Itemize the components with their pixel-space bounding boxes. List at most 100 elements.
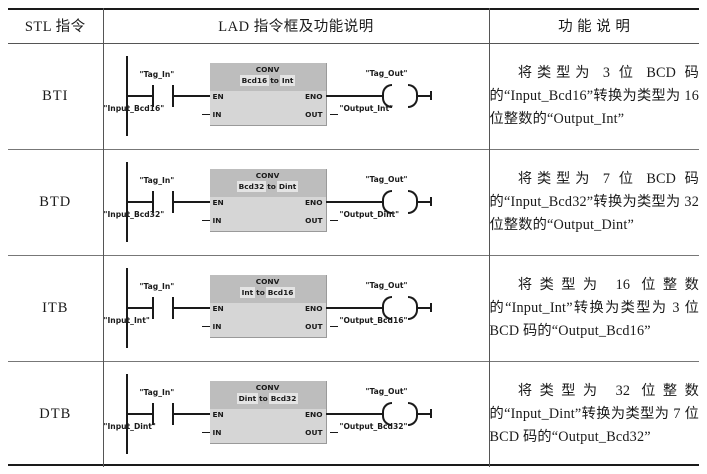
stl-instruction-dtb: DTB <box>8 361 103 467</box>
out-operand-label: "Output_Bcd32" <box>339 422 408 431</box>
rung-wire-to-coil <box>325 201 382 203</box>
rung-end-tick <box>429 303 432 312</box>
header-stl: STL 指令 <box>8 8 103 44</box>
pin-out: OUT <box>305 322 323 331</box>
rung-wire-right <box>417 307 430 309</box>
pin-out: OUT <box>305 216 323 225</box>
in-operand-label: "Input_Int" <box>103 316 150 325</box>
rung-wire-to-coil <box>325 95 382 97</box>
rung-wire-right <box>417 95 430 97</box>
conv-block-title: CONV <box>255 383 280 392</box>
rung-wire-to-block <box>173 307 210 309</box>
out-operand-label: "Output_Bcd16" <box>339 316 408 325</box>
rung-wire-to-block <box>173 413 210 415</box>
conv-sep: to <box>256 288 265 297</box>
instruction-table: STL 指令 LAD 指令框及功能说明 功 能 说 明 BTI <box>8 8 699 467</box>
rung-wire-left <box>125 307 152 309</box>
conv-to-type: Bcd16 <box>265 287 296 298</box>
conv-to-type: Dint <box>276 181 299 192</box>
pin-eno: ENO <box>304 198 323 207</box>
no-contact-icon <box>151 297 174 319</box>
tag-in-label: "Tag_In" <box>139 176 175 185</box>
stl-instruction-itb: ITB <box>8 255 103 362</box>
tag-out-label: "Tag_Out" <box>365 69 408 78</box>
rung-wire-to-block <box>173 95 210 97</box>
in-operand-label: "Input_Bcd16" <box>103 104 165 113</box>
conv-block-title: CONV <box>255 277 280 286</box>
tag-in-label: "Tag_In" <box>139 70 175 79</box>
table-row: ITB "Tag_In" "Input_Int" <box>8 255 699 362</box>
conv-from-type: Dint <box>236 393 259 404</box>
description-bti: 将类型为 3 位 BCD 码的“Input_Bcd16”转换为类型为 16 位整… <box>488 43 699 150</box>
description-dtb: 将类型为 32 位整数的“Input_Dint”转换为类型为 7 位 BCD 码… <box>488 361 699 467</box>
pin-en: EN <box>212 198 224 207</box>
header-row: STL 指令 LAD 指令框及功能说明 功 能 说 明 <box>8 8 699 44</box>
pin-in: IN <box>212 428 222 437</box>
conv-to-type: Bcd32 <box>268 393 299 404</box>
output-coil-icon <box>381 296 418 320</box>
in-connector-dash <box>201 432 210 433</box>
rung-wire-left <box>125 95 152 97</box>
rung-wire-left <box>125 201 152 203</box>
rung-wire-to-coil <box>325 413 382 415</box>
header-desc: 功 能 说 明 <box>488 8 699 44</box>
in-connector-dash <box>201 326 210 327</box>
pin-in: IN <box>212 216 222 225</box>
out-connector-dash <box>329 326 338 327</box>
out-connector-dash <box>329 220 338 221</box>
conv-to-type: Int <box>279 75 296 86</box>
table-row: DTB "Tag_In" "Input_Dint" <box>8 361 699 467</box>
in-connector-dash <box>201 114 210 115</box>
output-coil-icon <box>381 402 418 426</box>
pin-en: EN <box>212 92 224 101</box>
conv-block-header <box>209 169 326 197</box>
table-row: BTD "Tag_In" "Input_Bcd32" <box>8 149 699 256</box>
pin-en: EN <box>212 410 224 419</box>
conv-from-type: Bcd32 <box>236 181 267 192</box>
pin-in: IN <box>212 322 222 331</box>
rung-end-tick <box>429 197 432 206</box>
no-contact-icon <box>151 85 174 107</box>
tag-out-label: "Tag_Out" <box>365 175 408 184</box>
pin-in: IN <box>212 110 222 119</box>
conv-block-header <box>209 381 326 409</box>
in-operand-label: "Input_Bcd32" <box>103 210 165 219</box>
out-connector-dash <box>329 432 338 433</box>
conv-sep: to <box>267 182 276 191</box>
rung-wire-right <box>417 413 430 415</box>
conv-block-title: CONV <box>255 171 280 180</box>
output-coil-icon <box>381 190 418 214</box>
rung-end-tick <box>429 91 432 100</box>
in-operand-label: "Input_Dint" <box>103 422 156 431</box>
conv-from-type: Bcd16 <box>239 75 270 86</box>
header-lad: LAD 指令框及功能说明 <box>102 8 489 44</box>
rung-wire-left <box>125 413 152 415</box>
no-contact-icon <box>151 403 174 425</box>
tag-out-label: "Tag_Out" <box>365 387 408 396</box>
tag-out-label: "Tag_Out" <box>365 281 408 290</box>
pin-out: OUT <box>305 428 323 437</box>
description-itb: 将类型为 16 位整数的“Input_Int”转换为类型为 3 位 BCD 码的… <box>488 255 699 362</box>
description-btd: 将类型为 7 位 BCD 码的“Input_Bcd32”转换为类型为 32 位整… <box>488 149 699 256</box>
out-operand-label: "Output_Int" <box>339 104 394 113</box>
conv-block-title: CONV <box>255 65 280 74</box>
table-header: STL 指令 LAD 指令框及功能说明 功 能 说 明 <box>8 8 699 44</box>
pin-eno: ENO <box>304 304 323 313</box>
conv-sep: to <box>259 394 268 403</box>
pin-en: EN <box>212 304 224 313</box>
stl-instruction-btd: BTD <box>8 149 103 256</box>
pin-eno: ENO <box>304 410 323 419</box>
out-operand-label: "Output_Dint" <box>339 210 400 219</box>
